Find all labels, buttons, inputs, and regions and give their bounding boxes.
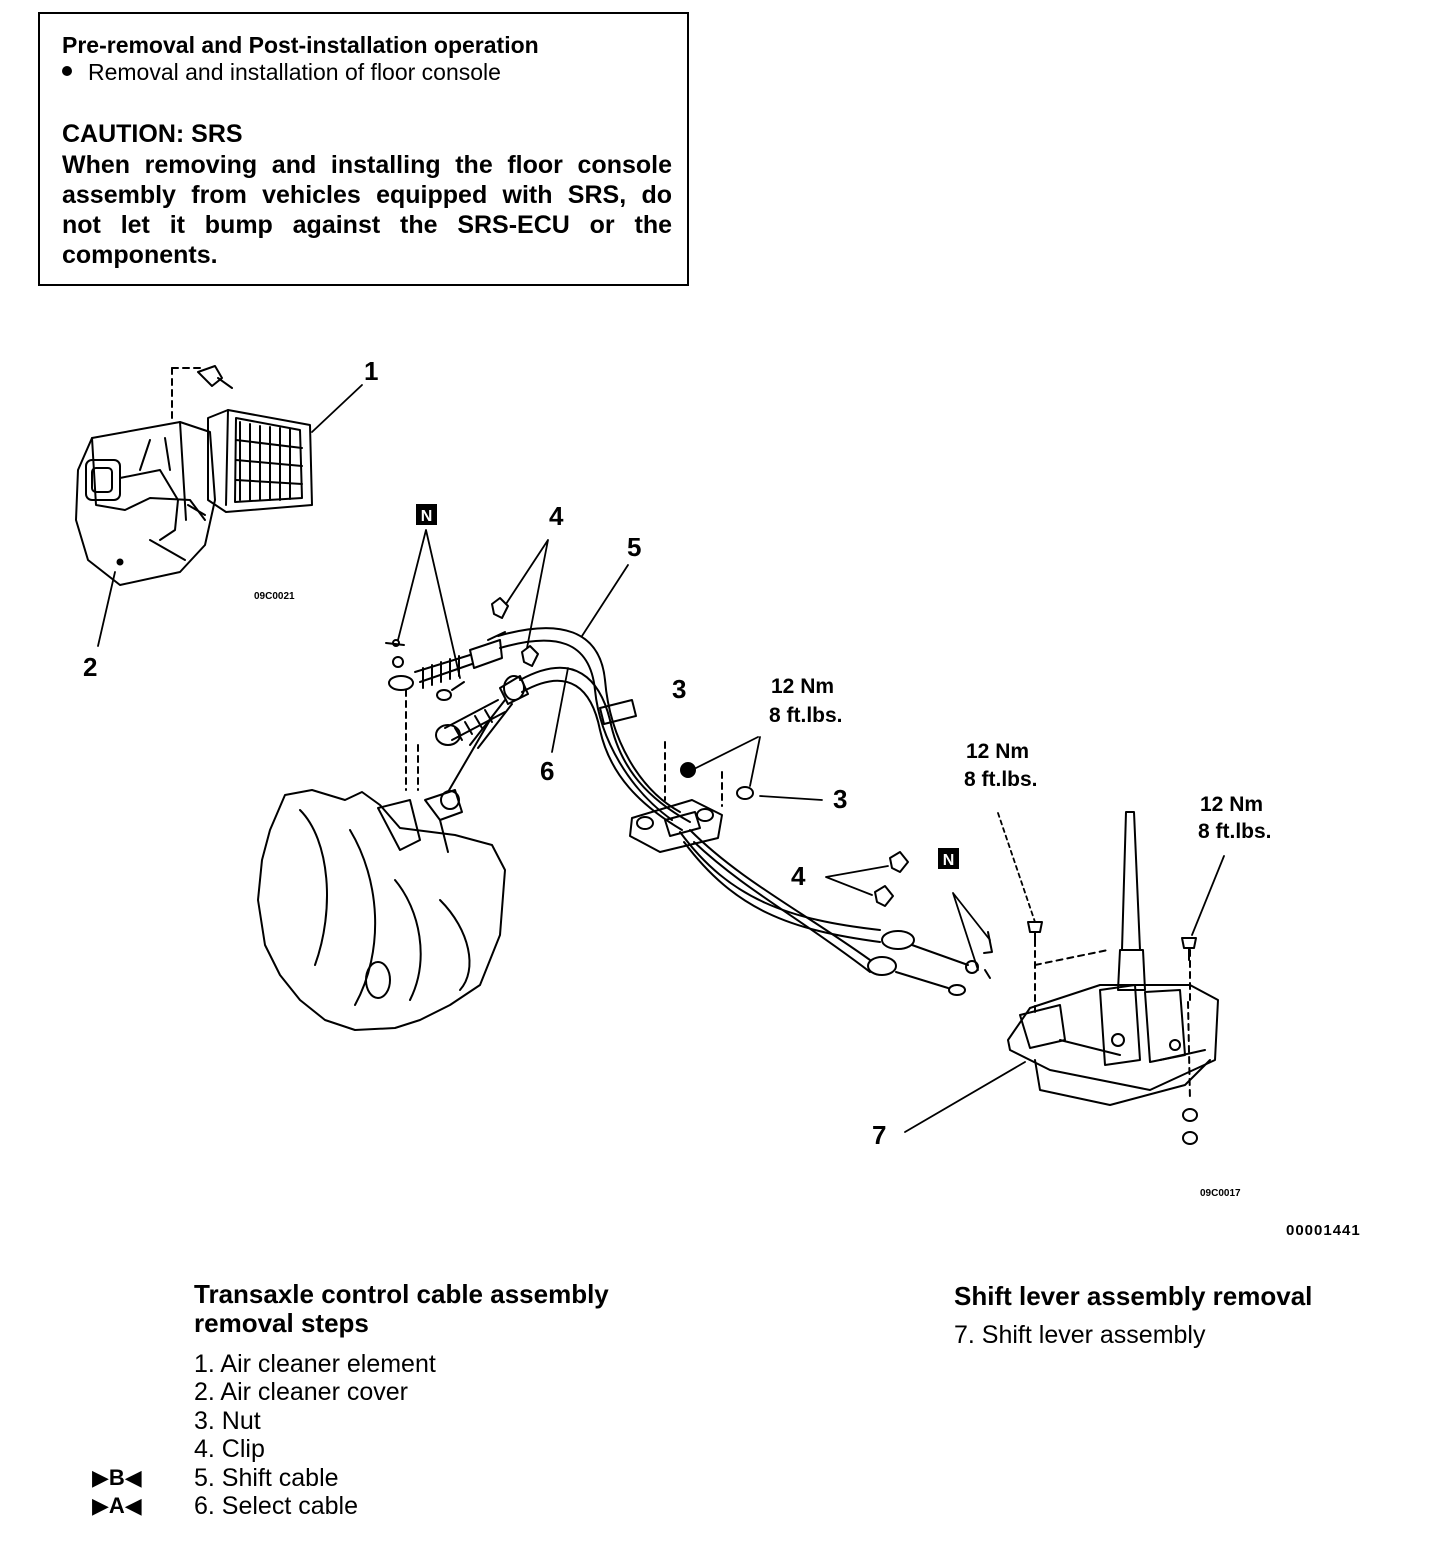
callout-7: 7: [872, 1120, 886, 1150]
callout-5: 5: [627, 532, 641, 562]
step-text: 2. Air cleaner cover: [194, 1378, 408, 1407]
callout-3-upper: 3: [672, 674, 686, 704]
list-item: ▶A◀ 6. Select cable: [92, 1491, 674, 1520]
service-marker-b: ▶B◀: [92, 1464, 142, 1490]
list-item: 4. Clip: [194, 1435, 674, 1463]
step-text: 7. Shift lever assembly: [954, 1321, 1206, 1349]
torque-nm-bolt-right: 12 Nm: [1200, 793, 1263, 816]
transaxle-illustration: [257, 789, 506, 1031]
figure-code-air-cleaner: 09C0021: [254, 591, 295, 602]
caution-title: CAUTION: SRS: [62, 120, 243, 148]
step-text: 1. Air cleaner element: [194, 1350, 436, 1378]
illustration-reference-number: 00001441: [1286, 1222, 1361, 1239]
callout-n-upper: N: [421, 508, 433, 525]
torque-ft-nut: 8 ft.lbs.: [769, 704, 843, 727]
callout-3-right: 3: [833, 784, 847, 814]
notice-heading: Pre-removal and Post-installation operat…: [62, 32, 539, 58]
list-item: 7. Shift lever assembly: [954, 1321, 1394, 1349]
callout-1: 1: [364, 356, 378, 386]
cable-bracket-illustration: [629, 799, 723, 853]
shift-lever-assembly-illustration: [1007, 811, 1219, 1106]
notice-bullet-text: Removal and installation of floor consol…: [88, 59, 501, 85]
transaxle-steps-title: Transaxle control cable assembly removal…: [194, 1279, 609, 1338]
callout-4-upper: 4: [549, 501, 564, 531]
n-box-icon: [416, 504, 437, 525]
shift-lever-removal-steps: Shift lever assembly removal 7. Shift le…: [954, 1281, 1394, 1350]
shift-lever-steps-title: Shift lever assembly removal: [954, 1281, 1313, 1311]
service-marker-a: ▶A◀: [92, 1492, 142, 1518]
torque-ft-bolt-right: 8 ft.lbs.: [1198, 820, 1272, 843]
step-text: 6. Select cable: [194, 1491, 358, 1520]
torque-nm-nut: 12 Nm: [771, 675, 834, 698]
callout-2: 2: [83, 652, 97, 682]
transaxle-removal-steps: Transaxle control cable assembly removal…: [92, 1279, 674, 1520]
list-item: ▶B◀ 5. Shift cable: [92, 1463, 674, 1492]
callout-4-lower: 4: [791, 861, 806, 891]
cable-ends-illustration: [385, 631, 529, 793]
list-item: 1. Air cleaner element: [194, 1350, 674, 1378]
step-text: 3. Nut: [194, 1406, 261, 1435]
air-cleaner-cover-illustration: [75, 365, 233, 586]
torque-ft-bolt-left: 8 ft.lbs.: [964, 768, 1038, 791]
step-text: 5. Shift cable: [194, 1463, 339, 1492]
air-cleaner-element-illustration: [207, 409, 313, 513]
shift-lever-steps-list: 7. Shift lever assembly: [954, 1321, 1394, 1349]
list-item: 2. Air cleaner cover: [194, 1378, 674, 1406]
torque-nm-bolt-left: 12 Nm: [966, 740, 1029, 763]
transaxle-steps-list: 1. Air cleaner element 2. Air cleaner co…: [92, 1350, 674, 1520]
exploded-view-diagram: N N 1 2 3 3 4 4 5 6 7 12 Nm 8 ft.lbs. 12…: [75, 356, 1272, 1199]
figure-code-shift-lever: 09C0017: [1200, 1188, 1241, 1199]
callout-n-lower: N: [943, 852, 955, 869]
step-text: 4. Clip: [194, 1435, 265, 1464]
shift-and-select-cables-illustration: [497, 627, 991, 996]
caution-body: When removing and installing the floor c…: [62, 151, 672, 269]
list-item: 3. Nut: [194, 1407, 674, 1435]
callout-6: 6: [540, 756, 554, 786]
notice-bullet-item: Removal and installation of floor consol…: [62, 59, 501, 86]
bullet-dot-icon: [62, 66, 72, 76]
n-box-icon: [938, 848, 959, 869]
notice-box: Pre-removal and Post-installation operat…: [38, 12, 689, 286]
